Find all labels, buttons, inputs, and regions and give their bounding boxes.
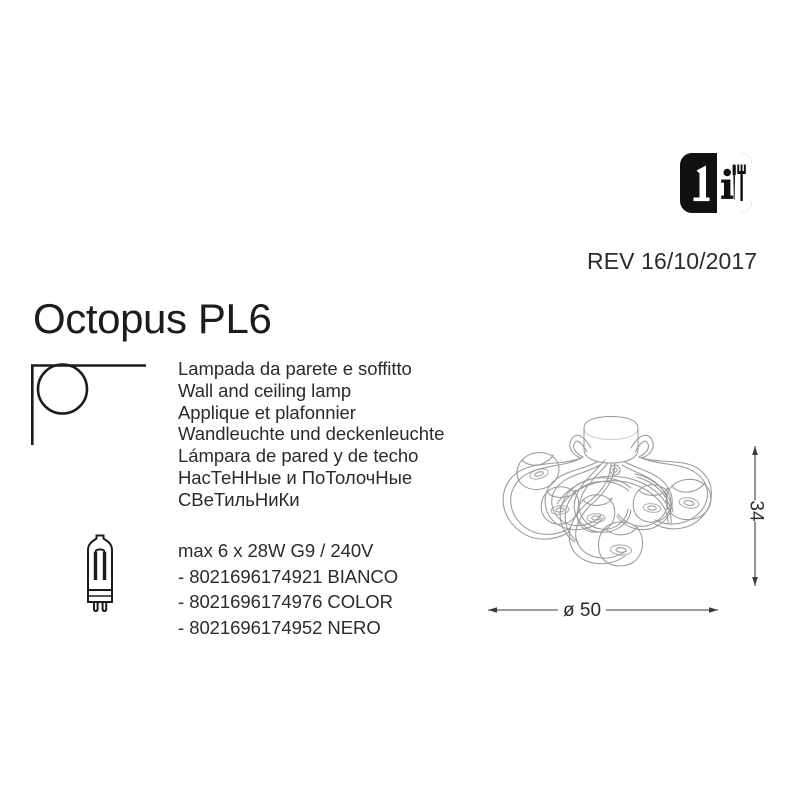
product-finish-nero: NERO — [327, 616, 381, 638]
badge-info-glyph — [721, 168, 734, 199]
product-code-bianco: - 8021696174921 — [178, 565, 323, 587]
description-line-en: Wall and ceiling lamp — [178, 379, 352, 401]
octopus-pl6-line-drawing — [487, 408, 737, 598]
dimension-height: 34 — [735, 438, 781, 594]
wall-and-ceiling-mount-icon — [18, 352, 148, 447]
description-line-de: Wandleuchte und deckenleuchte — [178, 423, 445, 445]
product-code-row: - 8021696174921 BIANCO — [178, 564, 478, 590]
badge-count-glyph — [693, 165, 710, 202]
product-descriptions: Lampada da parete e soffitto Wall and ce… — [178, 358, 478, 511]
product-finish-color: COLOR — [327, 591, 393, 612]
description-line-fr: Applique et plafonnier — [178, 401, 356, 423]
product-title: Octopus PL6 — [33, 295, 272, 342]
product-code-row: - 8021696174952 NERO — [178, 615, 478, 641]
description-line-ru: НасТеННые и ПоТолочНые — [178, 466, 413, 488]
description-line-ru-continued: СВеТильНиКи — [178, 488, 300, 510]
dimension-height-label: 34 — [740, 500, 771, 522]
description-line-es: Lámpara de pared y de techo — [178, 445, 419, 467]
product-finish-bianco: BIANCO — [327, 565, 399, 587]
product-code-row: - 8021696174976 COLOR — [178, 589, 478, 615]
description-line-it: Lampada da parete e soffitto — [178, 358, 412, 379]
info-installation-badge — [679, 152, 753, 214]
g9-halogen-capsule-bulb-icon — [74, 530, 126, 613]
dimension-width: ø 50 — [480, 598, 730, 626]
revision-date: REV 16/10/2017 — [587, 248, 758, 274]
badge-tools-glyph — [732, 164, 746, 201]
product-code-color: - 8021696174976 — [178, 591, 323, 612]
lamp-specification: max 6 x 28W G9 / 240V — [178, 540, 374, 561]
specification-block: max 6 x 28W G9 / 240V - 8021696174921 BI… — [178, 538, 478, 640]
dimension-width-label: ø 50 — [558, 600, 607, 622]
product-code-nero: - 8021696174952 — [178, 616, 323, 638]
